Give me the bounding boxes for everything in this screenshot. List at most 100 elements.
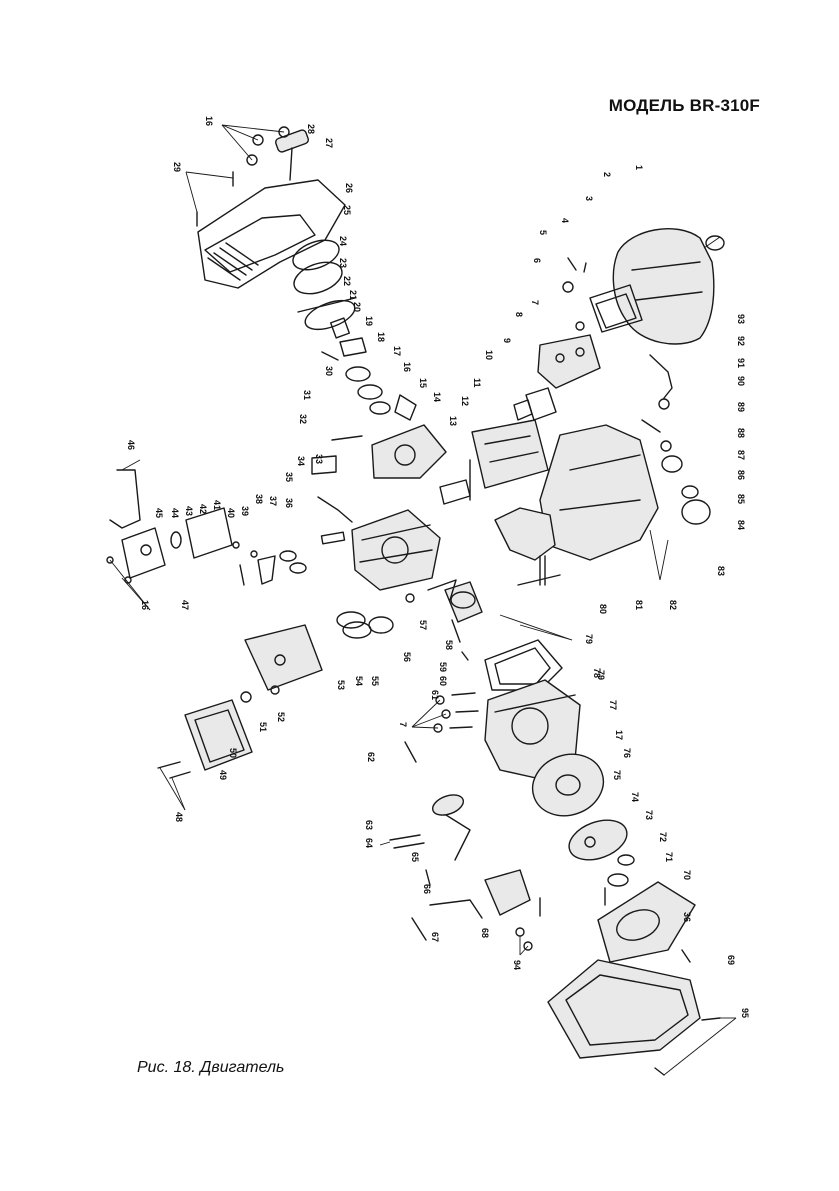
callout-37: 37: [268, 496, 278, 506]
callout-33: 33: [314, 454, 324, 464]
callout-81: 81: [634, 600, 644, 610]
callout-27: 27: [324, 138, 334, 148]
callout-16b: 16: [402, 362, 412, 372]
callout-20: 20: [352, 302, 362, 312]
callout-8: 8: [514, 312, 524, 317]
callout-75: 75: [612, 770, 622, 780]
crankcase-gasket: [484, 639, 563, 691]
piston-assembly: [336, 579, 483, 661]
callout-16c: 16: [140, 600, 150, 610]
callout-48: 48: [174, 812, 184, 822]
callout-64: 64: [364, 838, 374, 848]
callout-7: 7: [530, 300, 540, 305]
callout-45: 45: [154, 508, 164, 518]
callout-55: 55: [370, 676, 380, 686]
callout-12: 12: [460, 396, 470, 406]
figure-caption: Рис. 18. Двигатель: [137, 1059, 285, 1076]
callout-93: 93: [736, 314, 746, 324]
callout-67: 67: [430, 932, 440, 942]
callout-89: 89: [736, 402, 746, 412]
callout-19: 19: [364, 316, 374, 326]
callout-92: 92: [736, 336, 746, 346]
callout-30: 30: [324, 366, 334, 376]
callout-25: 25: [342, 205, 352, 215]
callout-90: 90: [736, 376, 746, 386]
callout-5: 5: [538, 230, 548, 235]
callout-1: 1: [634, 165, 644, 170]
callout-31: 31: [302, 390, 312, 400]
callout-44: 44: [170, 508, 180, 518]
callout-95: 95: [740, 1008, 750, 1018]
callout-70: 70: [682, 870, 692, 880]
callout-21: 21: [348, 290, 358, 300]
fuel-tank: [612, 228, 725, 345]
callout-63: 63: [364, 820, 374, 830]
misc-hardware: [411, 917, 427, 941]
callout-88: 88: [736, 428, 746, 438]
callout-46: 46: [126, 440, 136, 450]
callout-60: 60: [438, 676, 448, 686]
callout-47: 47: [180, 600, 190, 610]
callout-4: 4: [560, 218, 570, 223]
callout-51: 51: [258, 722, 268, 732]
callout-80: 80: [598, 604, 608, 614]
callout-9: 9: [502, 338, 512, 343]
callout-52: 52: [276, 712, 286, 722]
callout-65: 65: [410, 852, 420, 862]
callout-17a: 17: [392, 346, 402, 356]
clutch-housing: [597, 881, 696, 963]
callout-49: 49: [218, 770, 228, 780]
callout-62: 62: [366, 752, 376, 762]
crankcase-cover: [311, 424, 447, 479]
callout-36b: 36: [682, 912, 692, 922]
callout-40: 40: [226, 508, 236, 518]
valve-train: [106, 469, 307, 586]
callout-69: 69: [726, 955, 736, 965]
callout-29: 29: [172, 162, 182, 172]
recoil-starter-housing: [196, 126, 346, 289]
starter-internals: [292, 239, 417, 421]
crankcase: [484, 679, 581, 781]
callout-66: 66: [422, 884, 432, 894]
callout-32: 32: [298, 414, 308, 424]
callout-68: 68: [480, 928, 490, 938]
callout-71: 71: [664, 852, 674, 862]
callout-22: 22: [342, 276, 352, 286]
callout-78: 78: [592, 668, 602, 678]
callout-leaders: [109, 124, 737, 1076]
callout-38: 38: [254, 494, 264, 504]
callout-14: 14: [432, 392, 442, 402]
ignition-coil: [389, 794, 541, 951]
spark-plug-lead: [649, 354, 673, 410]
callout-2: 2: [602, 172, 612, 177]
callout-74: 74: [630, 792, 640, 802]
callout-54: 54: [354, 676, 364, 686]
callout-26: 26: [344, 183, 354, 193]
callout-23: 23: [338, 258, 348, 268]
callout-73: 73: [644, 810, 654, 820]
callout-86: 86: [736, 470, 746, 480]
callout-11: 11: [472, 378, 482, 388]
callout-77: 77: [608, 700, 618, 710]
callout-79b: 79: [596, 670, 606, 680]
callout-84: 84: [736, 520, 746, 530]
rocker-cover: [157, 624, 323, 779]
callout-76: 76: [622, 748, 632, 758]
callout-91: 91: [736, 358, 746, 368]
callout-28: 28: [306, 124, 316, 134]
callout-79a: 79: [584, 634, 594, 644]
crankcase-bolts: [404, 692, 479, 763]
air-filter: [513, 257, 643, 421]
callout-57: 57: [418, 620, 428, 630]
model-title: МОДЕЛЬ BR-310F: [608, 96, 760, 115]
callout-82: 82: [668, 600, 678, 610]
callout-56: 56: [402, 652, 412, 662]
callout-6: 6: [532, 258, 542, 263]
callout-15: 15: [418, 378, 428, 388]
callout-18: 18: [376, 332, 386, 342]
callout-83: 83: [716, 566, 726, 576]
callout-35: 35: [284, 472, 294, 482]
callout-42: 42: [198, 504, 208, 514]
callout-59: 59: [438, 662, 448, 672]
